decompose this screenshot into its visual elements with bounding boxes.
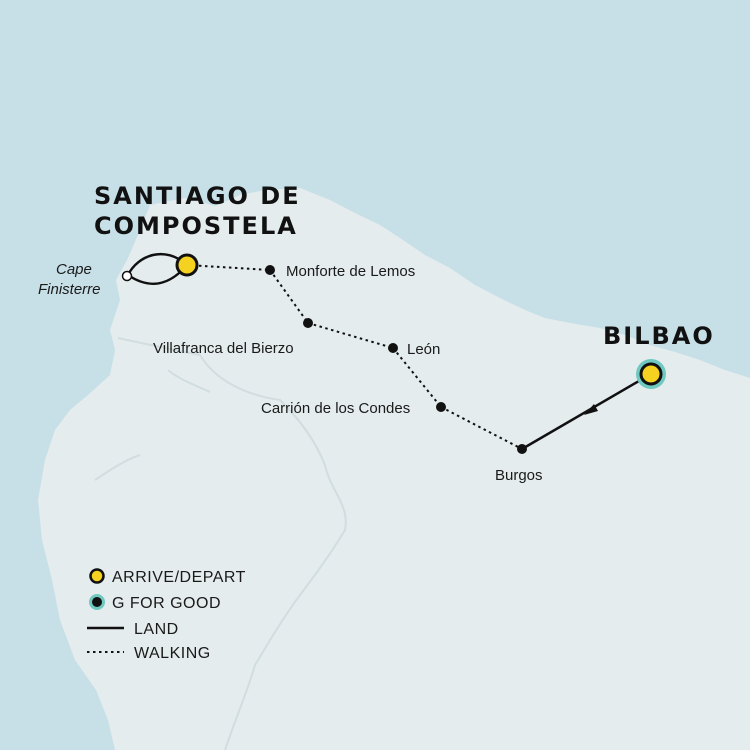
marker-leon[interactable] xyxy=(388,343,398,353)
label-santiago-line1: SANTIAGO DE xyxy=(94,182,301,210)
region-borders xyxy=(94,337,347,750)
walk-leon-carrion xyxy=(392,347,442,408)
legend-g-for-good-icon xyxy=(92,597,102,607)
label-santiago-line2: COMPOSTELA xyxy=(94,212,298,240)
label-leon: León xyxy=(407,341,440,358)
label-cape-line2: Finisterre xyxy=(38,281,101,298)
marker-bilbao-arrive-depart[interactable] xyxy=(639,362,663,386)
legend-land: LAND xyxy=(134,621,179,638)
legend-g-for-good: G FOR GOOD xyxy=(112,595,221,612)
land-bilbao-burgos xyxy=(521,372,652,451)
stop-markers xyxy=(121,253,666,454)
label-burgos: Burgos xyxy=(495,467,543,484)
legend: ARRIVE/DEPART G FOR GOOD LAND WALKING xyxy=(87,568,246,662)
direction-arrow-icon xyxy=(584,404,598,415)
legend-walking: WALKING xyxy=(134,645,211,662)
label-cape-line1: Cape xyxy=(56,261,92,278)
walking-route xyxy=(186,264,523,450)
marker-santiago-arrive-depart[interactable] xyxy=(175,253,199,277)
marker-monforte[interactable] xyxy=(265,265,275,275)
marker-carrion[interactable] xyxy=(436,402,446,412)
label-villafranca: Villafranca del Bierzo xyxy=(153,340,294,357)
marker-villafranca[interactable] xyxy=(303,318,313,328)
legend-arrive-depart-icon xyxy=(89,568,105,584)
marker-burgos[interactable] xyxy=(517,444,527,454)
label-bilbao: BILBAO xyxy=(603,322,715,350)
walk-santiago-monforte xyxy=(186,264,271,271)
walk-monforte-villafranca xyxy=(269,269,309,324)
legend-arrive-depart: ARRIVE/DEPART xyxy=(112,569,246,586)
label-monforte: Monforte de Lemos xyxy=(286,263,415,280)
marker-cape-finisterre[interactable] xyxy=(121,270,133,282)
walk-villafranca-leon xyxy=(307,322,394,349)
land-mass xyxy=(38,188,750,750)
city-labels: SANTIAGO DE COMPOSTELA BILBAO Cape Finis… xyxy=(38,182,715,484)
label-carrion: Carrión de los Condes xyxy=(261,400,410,417)
